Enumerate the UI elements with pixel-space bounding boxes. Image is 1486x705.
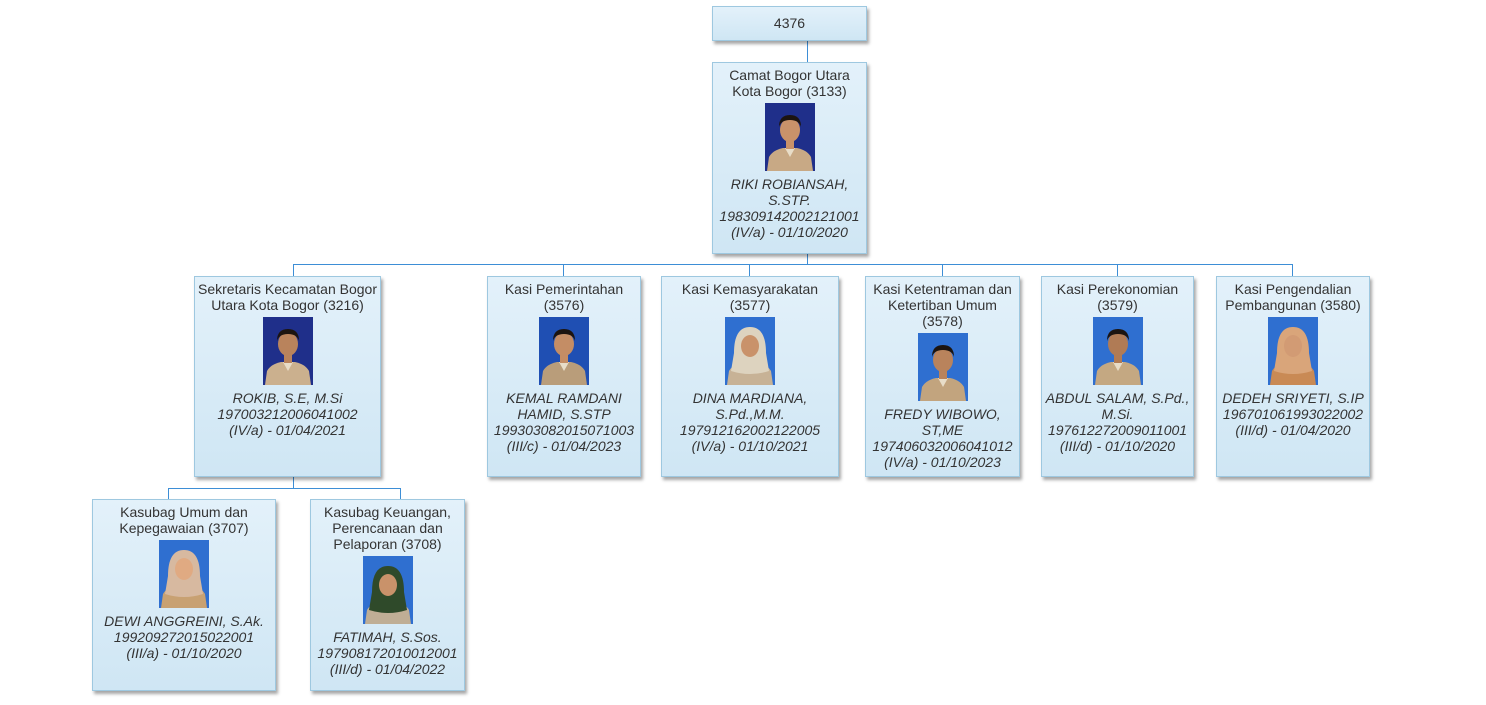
org-node-kasubag-umum[interactable]: Kasubag Umum dan Kepegawaian (3707) DEWI…	[92, 499, 276, 691]
employee-nip: 197003212006041002	[217, 406, 358, 422]
employee-rank: (IV/a) - 01/10/2021	[691, 438, 809, 454]
employee-nip: 197406032006041012	[872, 438, 1013, 454]
employee-name: DINA MARDIANA, S.Pd.,M.M.	[692, 390, 808, 422]
employee-rank: (III/c) - 01/04/2023	[506, 438, 622, 454]
org-node-sekretaris[interactable]: Sekretaris Kecamatan Bogor Utara Kota Bo…	[194, 276, 381, 477]
root-label: 4376	[773, 15, 806, 31]
org-node-pemerintahan[interactable]: Kasi Pemerintahan (3576) KEMAL RAMDANI H…	[487, 276, 641, 477]
employee-rank: (III/a) - 01/10/2020	[126, 645, 242, 661]
employee-photo	[725, 317, 775, 385]
employee-rank: (IV/a) - 01/10/2020	[731, 224, 848, 240]
employee-photo	[362, 556, 413, 624]
employee-name: DEWI ANGGREINI, S.Ak.	[104, 613, 264, 629]
node-title: Kasubag Umum dan Kepegawaian (3707)	[119, 504, 249, 536]
employee-name: KEMAL RAMDANI HAMID, S.STP	[506, 390, 622, 422]
node-title: Kasi Pengendalian Pembangunan (3580)	[1225, 281, 1361, 313]
employee-nip: 199209272015022001	[113, 629, 255, 645]
employee-nip: 199303082015071003	[493, 422, 635, 438]
employee-nip: 197908172010012001	[317, 645, 458, 661]
employee-rank: (III/d) - 01/10/2020	[1059, 438, 1176, 454]
employee-rank: (IV/a) - 01/04/2021	[229, 422, 346, 438]
employee-photo	[262, 317, 313, 385]
employee-photo	[539, 317, 589, 385]
org-node-ketentraman[interactable]: Kasi Ketentraman dan Ketertiban Umum (35…	[865, 276, 1020, 477]
node-title: Kasi Pemerintahan (3576)	[504, 281, 624, 313]
employee-rank: (IV/a) - 01/10/2023	[884, 454, 1001, 470]
employee-name: DEDEH SRIYETI, S.IP	[1222, 390, 1364, 406]
employee-photo	[1268, 317, 1318, 385]
org-node-perekonomian[interactable]: Kasi Perekonomian (3579) ABDUL SALAM, S.…	[1041, 276, 1194, 477]
org-node-kemasyarakatan[interactable]: Kasi Kemasyarakatan (3577) DINA MARDIANA…	[661, 276, 839, 477]
employee-name: RIKI ROBIANSAH, S.STP.	[730, 176, 849, 208]
node-title: Kasi Ketentraman dan Ketertiban Umum (35…	[873, 281, 1012, 329]
employee-photo	[764, 103, 815, 171]
employee-name: FREDY WIBOWO, ST,ME	[884, 406, 1001, 438]
employee-photo	[917, 333, 968, 401]
node-title: Kasi Perekonomian (3579)	[1056, 281, 1179, 313]
employee-name: ROKIB, S.E, M.Si	[232, 390, 343, 406]
employee-photo	[159, 540, 209, 608]
org-node-camat[interactable]: Camat Bogor Utara Kota Bogor (3133) RIKI…	[712, 62, 867, 254]
employee-rank: (III/d) - 01/04/2022	[329, 661, 446, 677]
employee-rank: (III/d) - 01/04/2020	[1235, 422, 1351, 438]
employee-nip: 197912162002122005	[679, 422, 821, 438]
node-title: Sekretaris Kecamatan Bogor Utara Kota Bo…	[198, 281, 377, 313]
employee-nip: 196701061993022002	[1222, 406, 1364, 422]
node-title: Camat Bogor Utara Kota Bogor (3133)	[729, 67, 850, 99]
org-root-node[interactable]: 4376	[712, 6, 867, 41]
employee-nip: 198309142002121001	[719, 208, 860, 224]
employee-nip: 197612272009011001	[1047, 422, 1188, 438]
org-node-pengendalian[interactable]: Kasi Pengendalian Pembangunan (3580) DED…	[1216, 276, 1370, 477]
employee-name: ABDUL SALAM, S.Pd., M.Si.	[1045, 390, 1190, 422]
node-title: Kasubag Keuangan, Perencanaan dan Pelapo…	[324, 504, 451, 552]
org-node-kasubag-keuangan[interactable]: Kasubag Keuangan, Perencanaan dan Pelapo…	[310, 499, 465, 691]
node-title: Kasi Kemasyarakatan (3577)	[681, 281, 819, 313]
employee-photo	[1092, 317, 1143, 385]
employee-name: FATIMAH, S.Sos.	[333, 629, 442, 645]
